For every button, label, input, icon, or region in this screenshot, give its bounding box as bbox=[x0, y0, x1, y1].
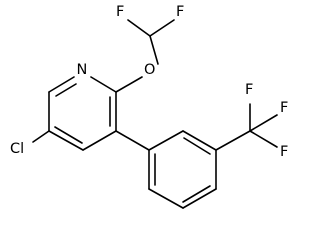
molecule-structure: N O F F Cl F F F bbox=[10, 4, 288, 209]
bond-c4-c5-double bbox=[54, 126, 83, 144]
bond-c3-c4 bbox=[82, 130, 117, 151]
bond-c5-cl bbox=[32, 130, 50, 143]
bond-b3-cf3 bbox=[215, 130, 251, 151]
bond-c3-phenyl bbox=[115, 130, 150, 151]
trifluoromethyl-group bbox=[215, 103, 278, 151]
bond-b4-b5 bbox=[182, 188, 217, 209]
atom-f-left: F bbox=[116, 4, 124, 20]
atom-o: O bbox=[144, 62, 155, 78]
difluoromethoxy-group bbox=[115, 19, 175, 93]
bond-n1-c2 bbox=[90, 76, 117, 93]
atom-f-right: F bbox=[176, 4, 184, 20]
atom-f-cf3-top: F bbox=[245, 82, 253, 98]
bond-cf3-f4 bbox=[249, 114, 278, 132]
pyridine-ring bbox=[48, 76, 117, 151]
bond-o-cf2h bbox=[149, 35, 159, 65]
bond-b1-b2 bbox=[148, 130, 184, 151]
structure-drawing: N O F F Cl F F F bbox=[10, 4, 288, 209]
bond-c-f1 bbox=[127, 19, 151, 37]
bond-b4-b5-double bbox=[182, 185, 211, 203]
bond-b2-b3-double bbox=[183, 137, 211, 155]
bond-c6-n1-double bbox=[55, 83, 77, 97]
bond-c6-n1 bbox=[48, 76, 75, 93]
bond-cf3-f5 bbox=[249, 130, 278, 148]
atom-f-cf3-right: F bbox=[280, 100, 288, 116]
bond-c4-c5 bbox=[48, 130, 84, 151]
bond-c2-o bbox=[115, 76, 143, 93]
bond-b5-b6 bbox=[148, 188, 184, 209]
bond-c-f2 bbox=[149, 19, 175, 37]
atom-cl: Cl bbox=[10, 141, 24, 157]
phenyl-ring bbox=[115, 130, 217, 209]
bond-b2-b3 bbox=[182, 130, 217, 151]
atom-f-cf3-bottom: F bbox=[280, 144, 288, 160]
atom-n: N bbox=[77, 62, 88, 78]
